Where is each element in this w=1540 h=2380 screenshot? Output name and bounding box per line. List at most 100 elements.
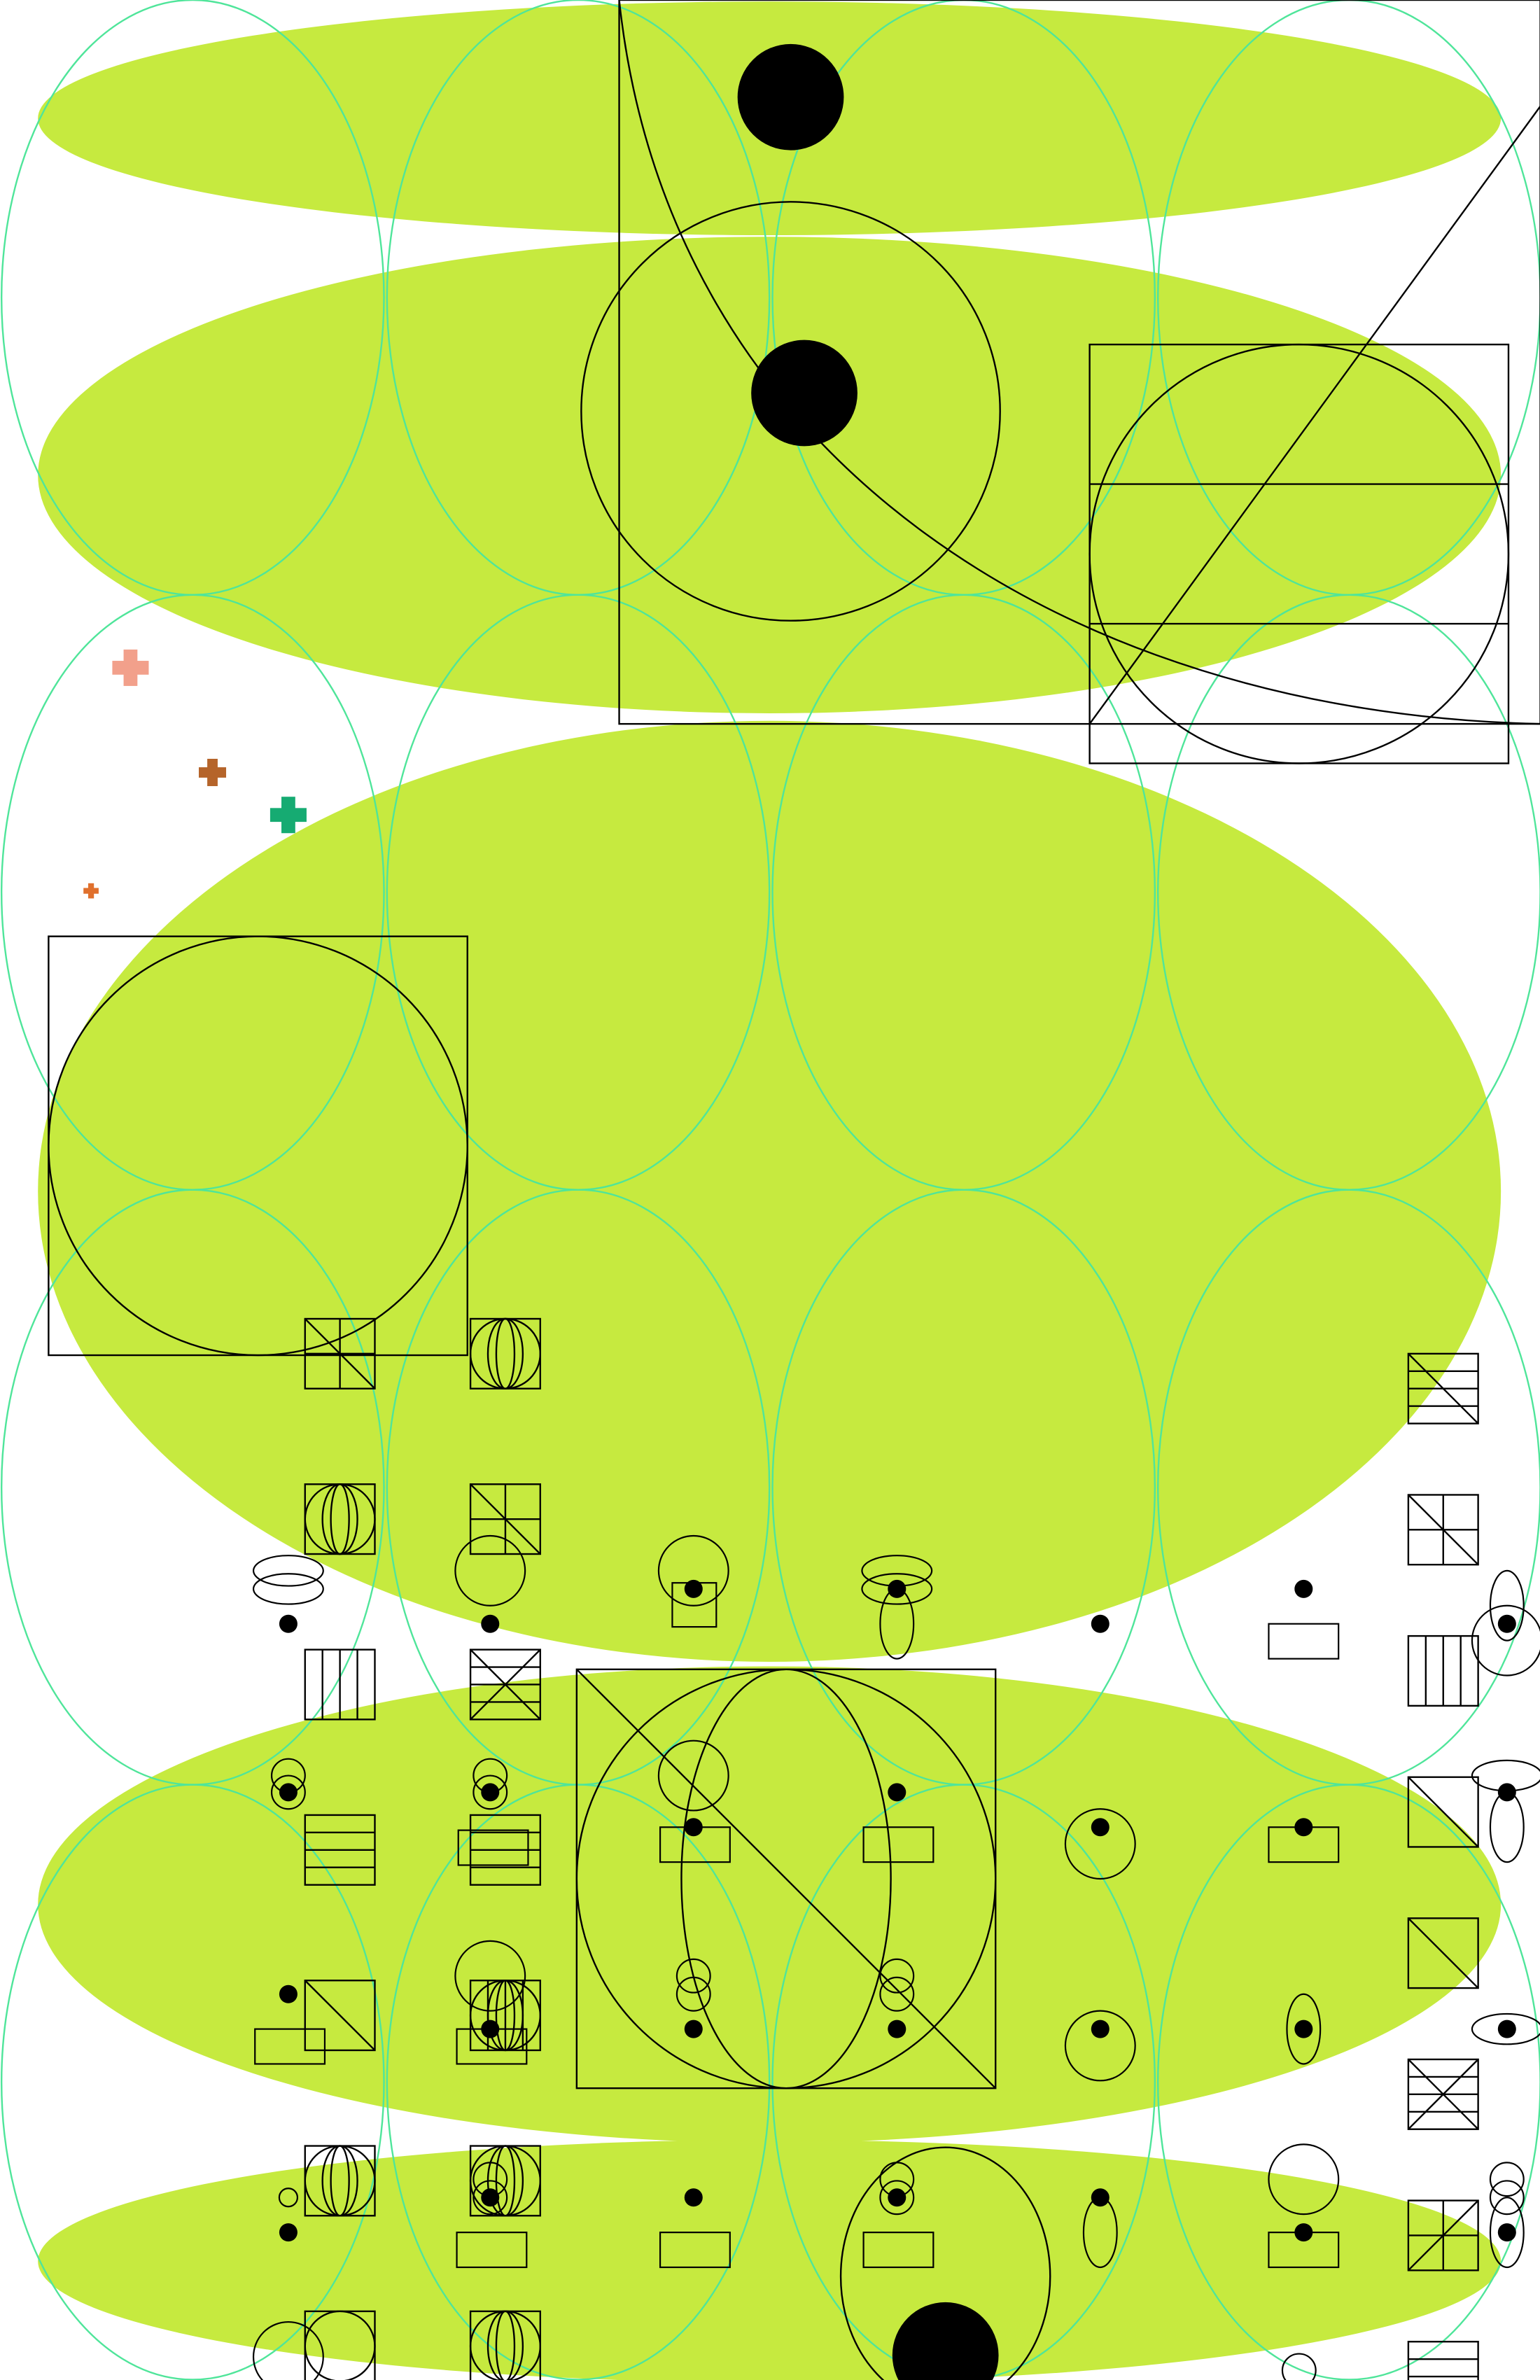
mint-ring (386, 1784, 771, 2380)
small-ring (1268, 2143, 1340, 2216)
lime-ellipse (38, 2139, 1501, 2380)
small-ring (676, 1958, 711, 1994)
small-ring (252, 1573, 324, 1605)
glyph-box (1407, 1352, 1479, 1424)
small-ring (676, 1976, 711, 2012)
glyph-box (469, 2310, 542, 2380)
small-ring (454, 1534, 526, 1606)
small-ring (1489, 2162, 1525, 2197)
glyph-stroke (470, 1648, 541, 1721)
glyph-box (1407, 2341, 1479, 2380)
frame-rect (618, 0, 1540, 725)
glyph-stroke (1407, 1917, 1479, 1989)
black-dot (892, 2302, 999, 2380)
small-dot (684, 2019, 703, 2038)
plus-mark-bar (207, 759, 218, 787)
glyph-stroke (304, 2310, 376, 2380)
diagonal-line (575, 1668, 997, 2090)
small-rect (254, 2028, 326, 2065)
small-ring (1286, 1993, 1322, 2065)
glyph-box (469, 1980, 542, 2052)
glyph-stroke (1407, 1776, 1479, 1848)
small-ring (657, 1534, 729, 1606)
tall-ellipse (839, 2146, 1051, 2380)
small-rect (862, 2232, 934, 2269)
small-dot (684, 2188, 703, 2207)
small-rect (457, 1829, 529, 1866)
small-ring (454, 1940, 526, 2012)
sweep-arc (618, 0, 1540, 725)
glyph-stroke (330, 1483, 350, 1555)
plus-mark-bar (123, 649, 138, 686)
small-dot (481, 2188, 500, 2207)
small-rect (659, 2232, 731, 2269)
small-dot (1091, 2019, 1110, 2038)
small-dot (1091, 1818, 1110, 1837)
small-dot (279, 1783, 298, 1802)
small-ring (1471, 1604, 1540, 1676)
small-ring (657, 1740, 729, 1812)
mint-ring (1, 1784, 385, 2380)
glyph-box (304, 1317, 376, 1390)
black-dot (737, 43, 844, 150)
small-ring (861, 1573, 933, 1605)
glyph-stroke (1408, 1353, 1479, 1424)
lime-ellipse (38, 720, 1502, 1662)
small-rect (456, 2232, 528, 2269)
glyph-stroke (1408, 2059, 1479, 2130)
glyph-box (1407, 1917, 1479, 1989)
small-ring (1064, 1808, 1136, 1880)
black-dot-layer (279, 43, 1516, 2380)
small-dot (481, 1614, 500, 1633)
plus-mark-bar (88, 883, 94, 899)
glyph-box (469, 1814, 542, 1886)
glyph-stroke (304, 1980, 376, 2051)
small-dot (1294, 1579, 1313, 1598)
glyph-box (304, 1980, 376, 2052)
glyph-box (304, 2310, 376, 2380)
small-ring (879, 1958, 915, 1994)
glyph-box (1407, 2058, 1479, 2130)
small-dot (1497, 2223, 1516, 2242)
small-dot (888, 2019, 906, 2038)
small-ring (1471, 2012, 1540, 2045)
large-circle (580, 201, 1001, 622)
small-dot (888, 2188, 906, 2207)
glyph-box (469, 2145, 542, 2217)
small-dot (888, 1579, 906, 1598)
glyph-box (304, 1648, 376, 1721)
glyph-box (469, 1317, 542, 1390)
small-ring (252, 1555, 324, 1587)
small-ring (472, 2180, 508, 2216)
ink-line-layer (48, 0, 1540, 2380)
small-ring (879, 2180, 915, 2216)
glyph-box (469, 1648, 542, 1721)
small-ring (252, 2320, 324, 2380)
glyph-stroke (1408, 1917, 1479, 1989)
small-ring (472, 1774, 508, 1810)
small-dot (1091, 1614, 1110, 1633)
glyph-box (304, 1483, 376, 1555)
small-rect (862, 1826, 934, 1863)
small-ring (278, 2188, 299, 2208)
inscribed-circle (48, 935, 468, 1357)
small-rect (1268, 1623, 1340, 1660)
small-dot (1294, 1818, 1313, 1837)
small-dot (1294, 2223, 1313, 2242)
small-ring (1281, 2353, 1317, 2380)
small-dot (481, 2019, 500, 2038)
glyph-stroke (495, 2310, 516, 2380)
lime-ellipse-layer (38, 1, 1502, 2380)
glyph-stroke (495, 1980, 516, 2052)
glyph-box (469, 1483, 542, 1555)
small-dot (1497, 1614, 1516, 1633)
small-dot (279, 1614, 298, 1633)
small-dot (1497, 1783, 1516, 1802)
mint-ring (1157, 1784, 1540, 2380)
plus-mark-bar (281, 797, 295, 834)
glyph-box (1407, 2199, 1479, 2272)
glyph-stroke (1408, 1776, 1479, 1848)
small-ring (1489, 2180, 1525, 2216)
small-dot (279, 2223, 298, 2242)
